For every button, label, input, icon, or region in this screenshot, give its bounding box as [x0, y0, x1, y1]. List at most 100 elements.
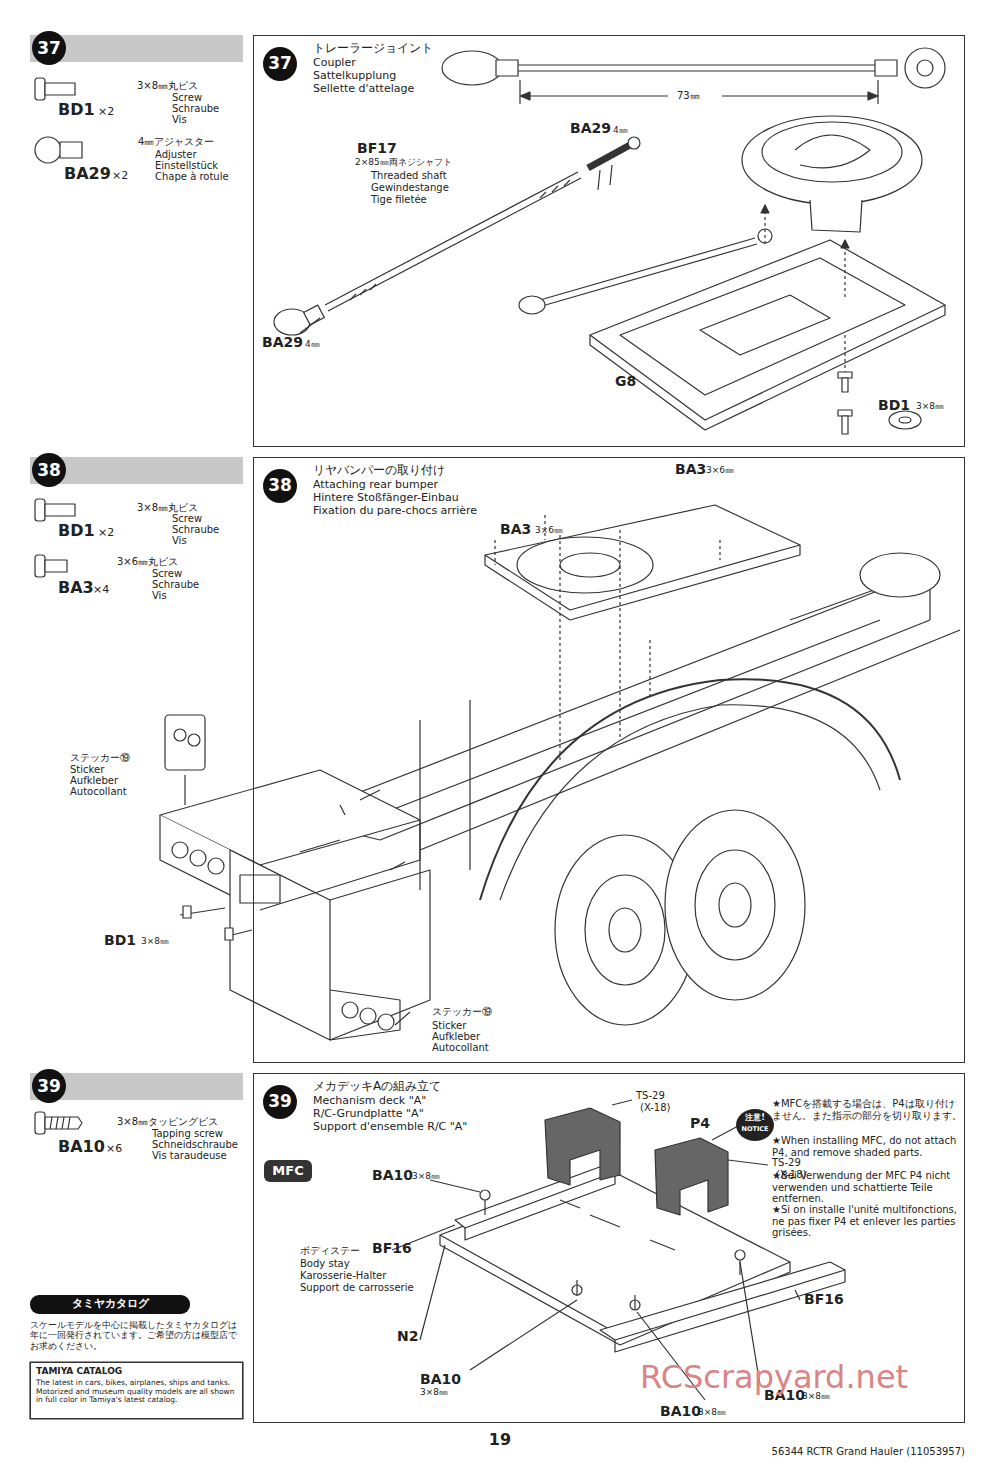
drawing-line — [665, 810, 805, 1000]
drawing-line — [240, 875, 280, 903]
label-text: TS-29 — [636, 1090, 665, 1101]
node-text: 39 — [32, 1069, 66, 1103]
label-text: ★MFCを搭載する場合は、P4は取り付けません。また指示の部分を切り取ります。 — [772, 1098, 962, 1121]
node-text: The latest in cars, bikes, airplanes, sh… — [36, 1379, 239, 1405]
label-text: ステッカー⑲ — [70, 752, 130, 763]
part-code: P4 — [690, 1116, 710, 1131]
node-text: 38 — [263, 476, 297, 495]
drawing-line — [735, 1250, 745, 1260]
drawing-line — [762, 122, 902, 182]
label-text: 4㎜ — [305, 340, 320, 350]
label-text: Threaded shaft — [371, 170, 447, 181]
drawing-line — [540, 238, 757, 306]
label-text: Body stay — [300, 1258, 350, 1269]
node-text: R/C-Grundplatte "A" — [313, 1108, 424, 1120]
part-code: BA10 — [660, 1404, 701, 1419]
label-text: TS-29 — [772, 1157, 801, 1168]
label-text: Sticker — [432, 1020, 466, 1031]
part-code: BD1 — [878, 398, 910, 413]
drawing-line — [695, 850, 775, 960]
drawing-line — [165, 715, 205, 770]
label-text: Einstellstück — [155, 160, 218, 171]
label-text: Vis — [152, 590, 167, 601]
part-code: 19 — [489, 1431, 511, 1449]
label-text: 3×6㎜丸ビス — [117, 556, 178, 567]
part-code: BA10 — [420, 1372, 461, 1387]
part-code: BA10 — [58, 1138, 105, 1156]
drawing-line — [35, 137, 61, 163]
drawing-line — [628, 137, 640, 149]
drawing-line — [50, 1117, 70, 1129]
catalog-frame — [30, 1362, 243, 1419]
part-code: BA3 — [675, 462, 706, 477]
drawing-line — [609, 908, 641, 952]
chassis-drawing — [160, 505, 960, 1040]
label-text: Chape à rotule — [155, 171, 229, 182]
label-text: Sticker — [70, 764, 104, 775]
drawing-line — [160, 770, 420, 865]
label-text: 3×8㎜丸ビス — [137, 80, 198, 91]
label-text: Gewindestange — [371, 182, 449, 193]
drawing-line — [330, 870, 430, 1040]
node-text: Hintere Stoßfänger-Einbau — [313, 492, 459, 504]
label-text: ×2 — [98, 527, 114, 539]
label-text: Support de carrosserie — [300, 1282, 414, 1293]
drawing-line — [761, 205, 849, 248]
step-header-band: 39 — [30, 1073, 243, 1100]
node-text: リヤバンパーの取り付け — [313, 464, 445, 477]
part-code: BA29 — [64, 165, 111, 183]
drawing-line — [634, 1295, 635, 1310]
step-number-circle: 38 — [263, 469, 297, 503]
label-text: Aufkleber — [432, 1031, 480, 1042]
step-header-band: 38 — [30, 457, 243, 484]
node-text: 37 — [32, 31, 66, 65]
label-text: ×4 — [93, 584, 109, 596]
drawing-line — [45, 83, 75, 95]
node-text: Mechanism deck "A" — [313, 1095, 426, 1107]
part-code: BD1 — [58, 101, 95, 119]
node-text: Sattelkupplung — [313, 70, 396, 82]
drawing-line — [440, 1170, 790, 1335]
drawing-line — [517, 537, 653, 593]
part-code: BA3 — [500, 522, 531, 537]
node-text: Sellette d'attelage — [313, 83, 414, 95]
label-text: Schneidschraube — [152, 1139, 238, 1150]
drawing-line — [340, 790, 380, 815]
drawing-line — [917, 60, 933, 76]
step-number-circle: 37 — [263, 47, 297, 81]
notice-badge: 注意!NOTICE — [736, 1109, 774, 1141]
drawing-line — [838, 410, 852, 416]
drawing-line — [442, 51, 502, 85]
part-code: BF17 — [357, 141, 397, 156]
label-text: 4㎜ — [613, 126, 628, 136]
drawing-line — [495, 515, 720, 760]
drawing-line — [860, 553, 940, 597]
drawing-line — [485, 505, 800, 610]
drawing-line — [35, 555, 45, 577]
drawing-line — [300, 318, 320, 333]
drawing-line — [842, 416, 848, 434]
drawing-line — [576, 1280, 577, 1296]
screw-icons — [35, 78, 82, 1134]
label-text: ★Si on installe l'unité multifonctions, … — [772, 1204, 962, 1239]
label-text: スケールモデルを中心に掲載したタミヤカタログは年に一回発行されています。ご希望の… — [30, 1320, 242, 1351]
drawing-line — [875, 60, 897, 76]
label-text: Schraube — [172, 103, 219, 114]
drawing-line — [342, 1002, 358, 1018]
node-text: NOTICE — [736, 1126, 774, 1133]
node-text: MFC — [264, 1164, 312, 1178]
drawing-line — [30, 1362, 243, 1419]
label-text: 4㎜アジャスター — [138, 136, 214, 147]
part-code: BA29 — [570, 121, 611, 136]
drawing-line — [585, 875, 665, 985]
step-number-circle: 39 — [263, 1085, 297, 1119]
node-text: 39 — [263, 1092, 297, 1111]
drawing-line — [655, 1138, 728, 1215]
drawing-line — [45, 560, 67, 572]
drawing-line — [208, 858, 224, 874]
label-text: ステッカー⑲ — [432, 1006, 492, 1017]
label-text: 3×8㎜ — [420, 1388, 448, 1398]
drawing-line — [484, 1200, 485, 1215]
